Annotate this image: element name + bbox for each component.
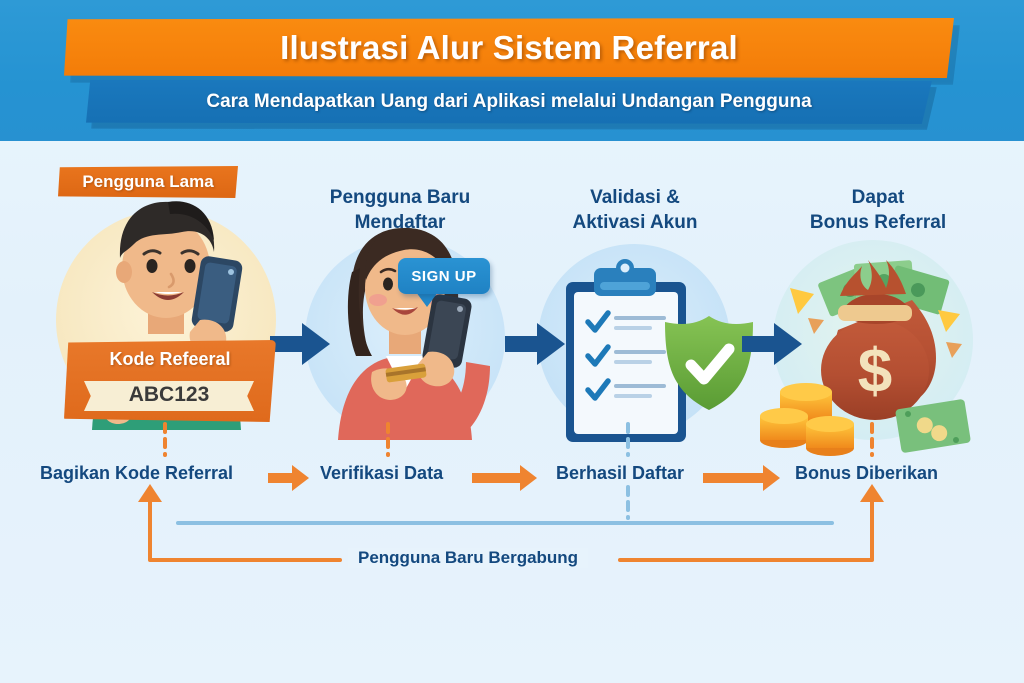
referral-code-card-title: Kode Refeeral (109, 349, 231, 369)
step-4-title-line2: Bonus Referral (809, 212, 947, 233)
flow-label-1: Bagikan Kode Referral (40, 463, 234, 483)
step-4-title-line1: Dapat (851, 187, 905, 208)
step-3-title: Validasi & Aktivasi Akun (535, 185, 735, 235)
coin-stack (760, 383, 854, 456)
signup-bubble-tail (416, 292, 438, 307)
flow-label-4: Bonus Diberikan (795, 463, 939, 483)
signup-badge-label: SIGN UP (411, 267, 477, 285)
connector-arrow-3 (742, 323, 802, 365)
clipboard-check-1 (585, 310, 666, 333)
loop-arrowhead-left (138, 484, 162, 502)
header-subtitle-ribbon: Cara Mendapatkan Uang dari Aplikasi mela… (86, 80, 932, 124)
referral-code-value[interactable]: ABC123 (128, 383, 210, 406)
step-3-title-line2: Aktivasi Akun (572, 212, 698, 233)
page-title: Ilustrasi Alur Sistem Referral (280, 29, 738, 66)
loop-arrowhead-right (860, 484, 884, 502)
header-title-banner: Ilustrasi Alur Sistem Referral (64, 18, 960, 85)
connector-arrow-2 (505, 323, 565, 365)
step-1-badge: Pengguna Lama (58, 166, 238, 198)
flow-arrow-3 (703, 465, 780, 491)
step-3-illustration (538, 244, 753, 442)
referral-code-ribbon (84, 381, 254, 411)
step-2-title-line2: Mendaftar (354, 212, 446, 233)
header-band: Ilustrasi Alur Sistem Referral Cara Mend… (0, 0, 1024, 141)
feedback-loop-label: Pengguna Baru Bergabung (348, 548, 589, 568)
step-3-title-line1: Validasi & (590, 187, 680, 208)
step-1-badge-label: Pengguna Lama (82, 172, 214, 191)
flow-label-3: Berhasil Daftar (556, 463, 685, 483)
header-title-ribbon: Ilustrasi Alur Sistem Referral (64, 18, 954, 78)
clipboard-check-3 (585, 378, 666, 401)
clipboard-check-2 (585, 344, 666, 367)
step-2-title: Pengguna Baru Mendaftar (300, 185, 500, 235)
dollar-symbol: $ (858, 337, 892, 406)
page-subtitle: Cara Mendapatkan Uang dari Aplikasi mela… (206, 91, 812, 112)
flow-arrow-2 (472, 465, 537, 491)
signup-badge[interactable]: SIGN UP (398, 258, 490, 294)
header-subtitle-banner: Cara Mendapatkan Uang dari Aplikasi mela… (86, 80, 938, 130)
shield-check-icon (665, 316, 753, 410)
flow-label-2: Verifikasi Data (320, 463, 444, 483)
banknotes (818, 260, 950, 317)
step-4-illustration: $ (760, 240, 973, 456)
flow-arrow-1 (268, 465, 309, 491)
step-4-title: Dapat Bonus Referral (778, 185, 978, 235)
connector-arrow-1 (270, 323, 330, 365)
step-2-title-line1: Pengguna Baru (329, 187, 471, 208)
